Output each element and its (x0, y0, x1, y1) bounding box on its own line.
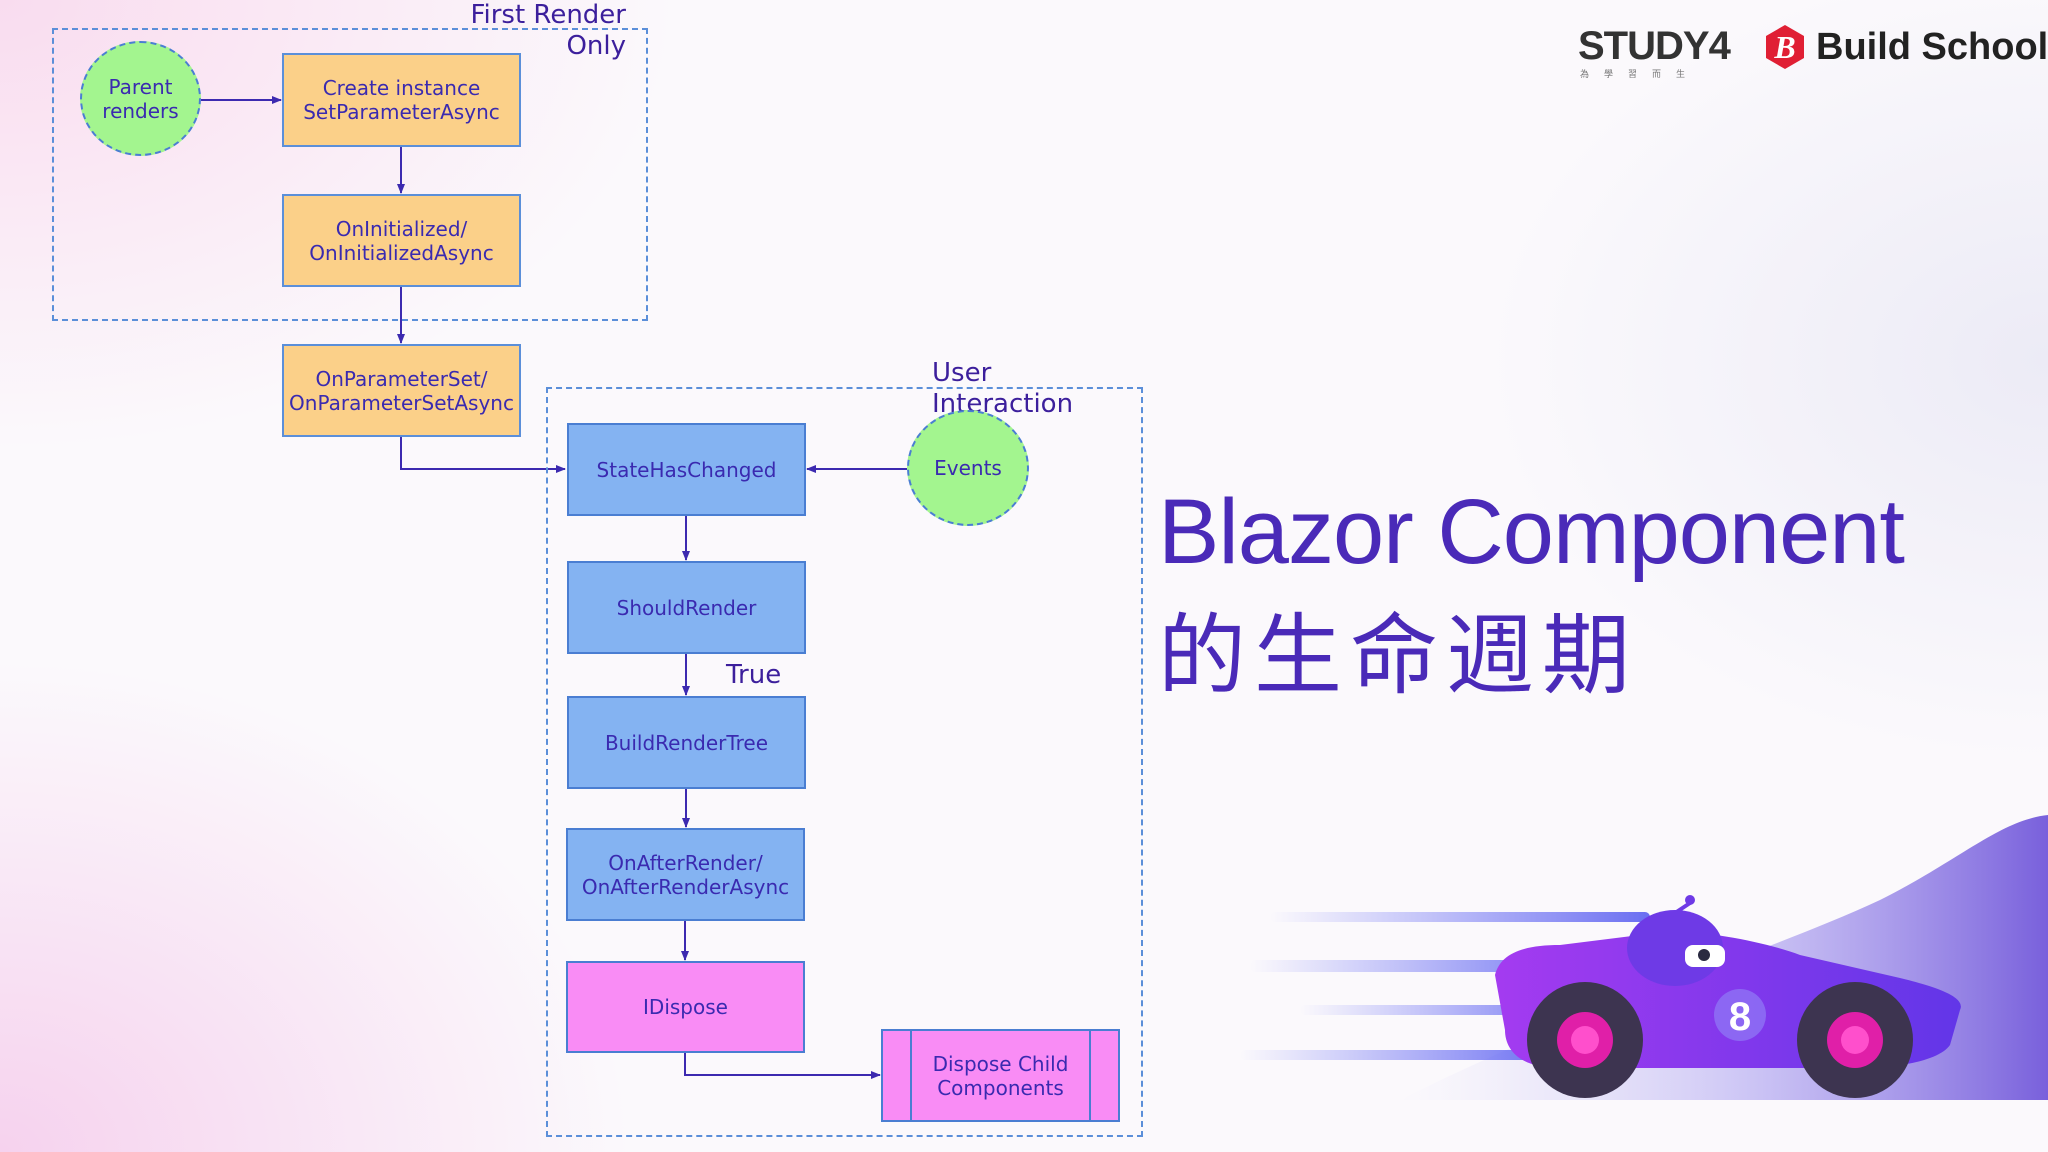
page-subtitle: 的生命週期 (1158, 604, 1639, 707)
on-after-render-node: OnAfterRender/ OnAfterRenderAsync (566, 828, 805, 921)
true-edge-label: True (726, 660, 782, 690)
edge-idispose-to-disposechild (684, 1053, 881, 1079)
events-node: Events (907, 410, 1029, 526)
build-render-tree-node: BuildRenderTree (567, 696, 806, 789)
study4-logo: STUDY4 為學習而生 (1578, 24, 1731, 86)
first-render-group-label: First Render Only (470, 0, 626, 61)
build-school-logo: B Build School (1762, 22, 2048, 72)
page-title: Blazor Component (1158, 481, 1905, 583)
build-school-logo-mark-letter: B (1773, 29, 1795, 65)
dispose-child-components-node: Dispose Child Components (881, 1029, 1120, 1122)
user-interaction-group (546, 387, 1143, 1137)
build-school-logo-mark: B (1766, 25, 1804, 69)
create-instance-node: Create instance SetParameterAsync (282, 53, 521, 147)
first-render-group (52, 28, 648, 321)
state-has-changed-node: StateHasChanged (567, 423, 806, 516)
study4-logo-text: STUDY4 (1578, 24, 1731, 68)
study4-logo-tagline: 為學習而生 (1580, 70, 1701, 80)
parent-renders-node: Parent renders (80, 41, 201, 156)
build-school-logo-text: Build School (1816, 25, 2048, 68)
on-parameter-set-node: OnParameterSet/ OnParameterSetAsync (282, 344, 521, 437)
idispose-node: IDispose (566, 961, 805, 1053)
user-interaction-group-label: User Interaction (932, 358, 1074, 419)
should-render-node: ShouldRender (567, 561, 806, 654)
on-initialized-node: OnInitialized/ OnInitializedAsync (282, 194, 521, 287)
edge-parameterset-to-statehaschanged (400, 437, 566, 473)
